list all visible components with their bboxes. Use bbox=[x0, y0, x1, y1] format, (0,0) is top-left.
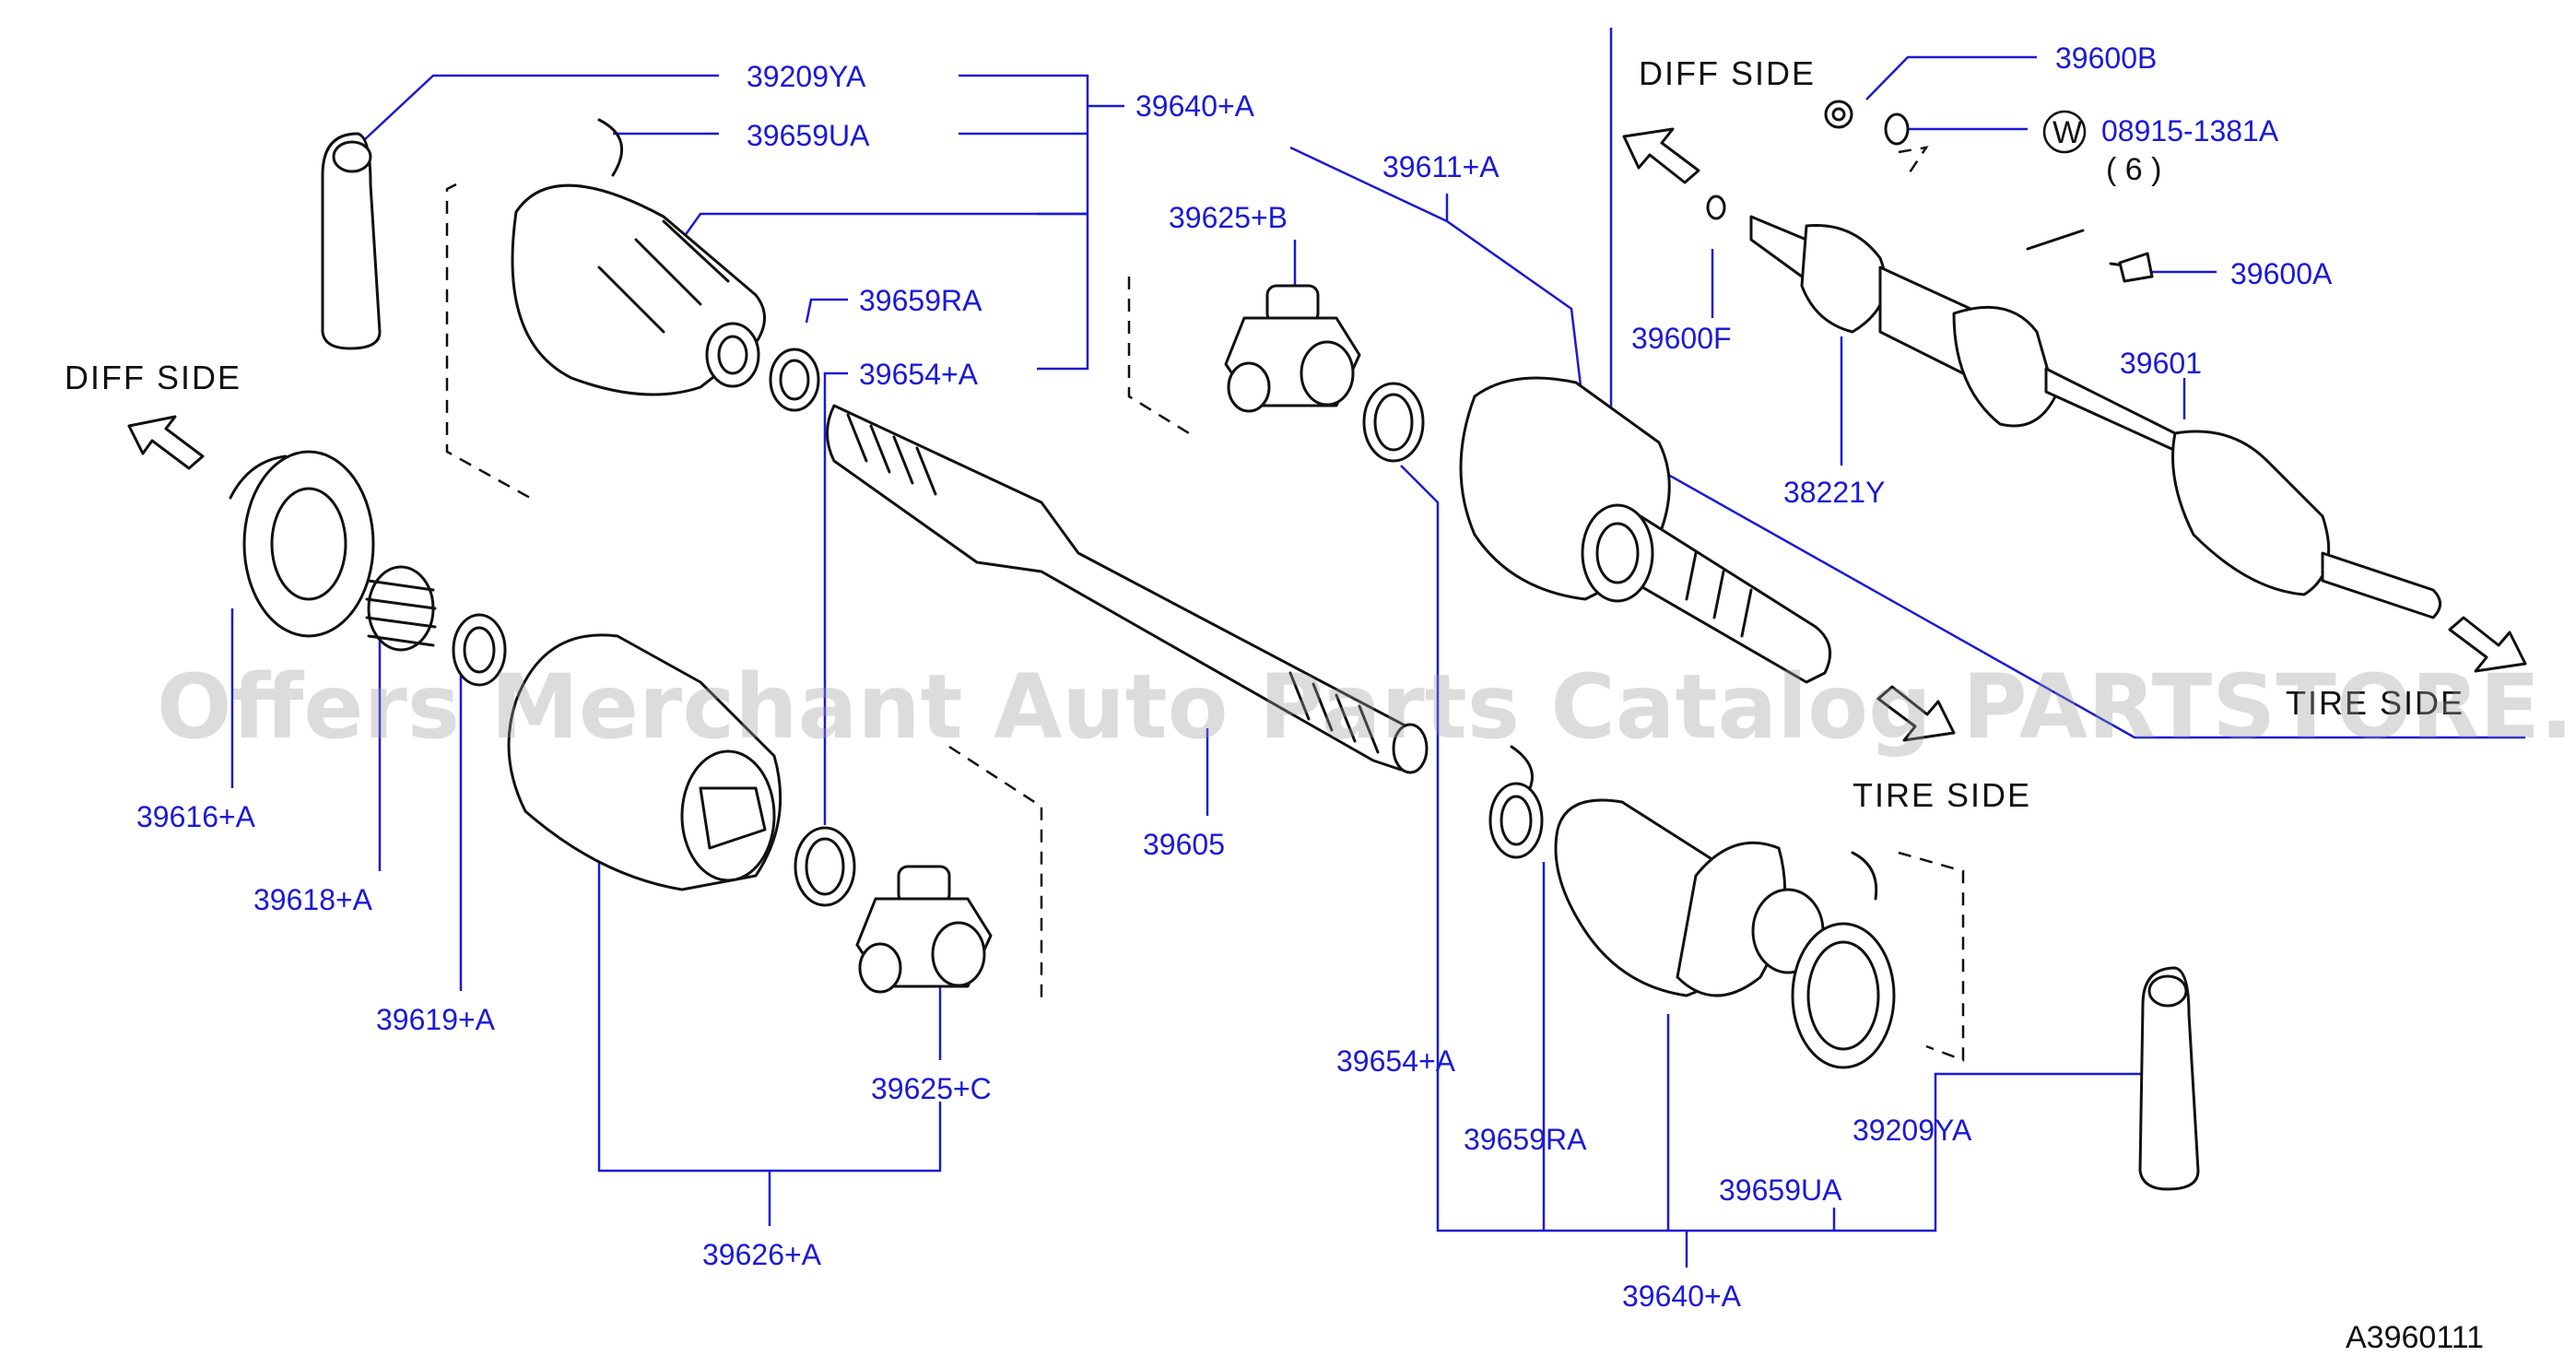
part-boot-band-bottom bbox=[2138, 966, 2200, 1191]
label-39654a-bottom[interactable]: 39654+A bbox=[1336, 1044, 1456, 1078]
arrow-tire-side-icon bbox=[1876, 685, 1956, 742]
label-39659ua-top[interactable]: 39659UA bbox=[747, 119, 870, 152]
label-39625b[interactable]: 39625+B bbox=[1169, 201, 1288, 234]
label-39611a[interactable]: 39611+A bbox=[1382, 150, 1500, 183]
washer-symbol-circle bbox=[2042, 110, 2087, 154]
tire-side-inset-label: TIRE SIDE bbox=[2286, 684, 2464, 722]
diff-side-label: DIFF SIDE bbox=[65, 359, 241, 396]
watermark: Offers Merchant Auto Parts Catalog PARTS… bbox=[157, 655, 2576, 759]
part-clamp-small-top bbox=[769, 348, 820, 412]
part-outer-housing bbox=[1459, 376, 1832, 684]
part-tripod-bottom bbox=[855, 865, 993, 994]
label-39640a-bottom[interactable]: 39640+A bbox=[1622, 1280, 1742, 1313]
part-boot-inner-top bbox=[511, 118, 766, 396]
arrow-diff-side-icon bbox=[127, 415, 205, 470]
label-39601[interactable]: 39601 bbox=[2120, 347, 2202, 380]
label-39625c[interactable]: 39625+C bbox=[871, 1072, 992, 1105]
label-39659ua-bottom[interactable]: 39659UA bbox=[1719, 1173, 1842, 1207]
label-39600b[interactable]: 39600B bbox=[2055, 41, 2157, 75]
side-labels: DIFF SIDE DIFF SIDE TIRE SIDE TIRE SIDE bbox=[65, 54, 2464, 814]
part-boot-bottom bbox=[1488, 745, 1896, 1069]
label-39209ya-bottom[interactable]: 39209YA bbox=[1853, 1114, 1972, 1147]
label-39600f[interactable]: 39600F bbox=[1631, 322, 1732, 355]
dashed-lines bbox=[445, 146, 1965, 1062]
arrow-diff-side-inset-icon bbox=[1622, 127, 1700, 184]
label-39640a-top[interactable]: 39640+A bbox=[1135, 89, 1255, 123]
label-39659ra-bottom[interactable]: 39659RA bbox=[1464, 1123, 1587, 1156]
part-inner-housing bbox=[507, 633, 782, 891]
label-39654a-top[interactable]: 39654+A bbox=[859, 358, 979, 391]
part-snap-ring-top bbox=[1362, 382, 1425, 463]
label-39600a[interactable]: 39600A bbox=[2230, 257, 2333, 290]
part-center-shaft bbox=[826, 404, 1429, 774]
label-08915-quantity: ( 6 ) bbox=[2106, 152, 2161, 187]
label-39659ra-top[interactable]: 39659RA bbox=[859, 284, 982, 317]
diff-side-inset-label: DIFF SIDE bbox=[1639, 54, 1816, 92]
label-38221y[interactable]: 38221Y bbox=[1783, 476, 1885, 509]
label-39619a[interactable]: 39619+A bbox=[376, 1003, 496, 1036]
label-08915-1381a[interactable]: 08915-1381A bbox=[2101, 114, 2279, 147]
diagram-code: A3960111 bbox=[2346, 1320, 2484, 1355]
leader-lines bbox=[230, 28, 2525, 1268]
label-39618a[interactable]: 39618+A bbox=[253, 883, 373, 916]
label-39605[interactable]: 39605 bbox=[1143, 828, 1225, 861]
part-inset-driveshaft bbox=[1706, 100, 2441, 619]
label-39209ya-top[interactable]: 39209YA bbox=[747, 60, 866, 93]
part-boot-band-top bbox=[321, 132, 382, 350]
part-diff-housing bbox=[229, 450, 375, 638]
label-39626a[interactable]: 39626+A bbox=[702, 1238, 822, 1271]
washer-symbol: W bbox=[2053, 115, 2082, 150]
part-spring bbox=[365, 565, 437, 652]
tire-side-label: TIRE SIDE bbox=[1853, 776, 2031, 814]
part-labels: 39209YA 39659UA 39640+A 39659RA 39654+A … bbox=[136, 41, 2333, 1313]
part-ring-39619 bbox=[452, 613, 507, 687]
part-snap-ring-mid bbox=[794, 826, 856, 907]
arrow-tire-side-inset-icon bbox=[2448, 616, 2527, 673]
part-tripod-top bbox=[1224, 284, 1361, 413]
label-39616a[interactable]: 39616+A bbox=[136, 800, 256, 833]
